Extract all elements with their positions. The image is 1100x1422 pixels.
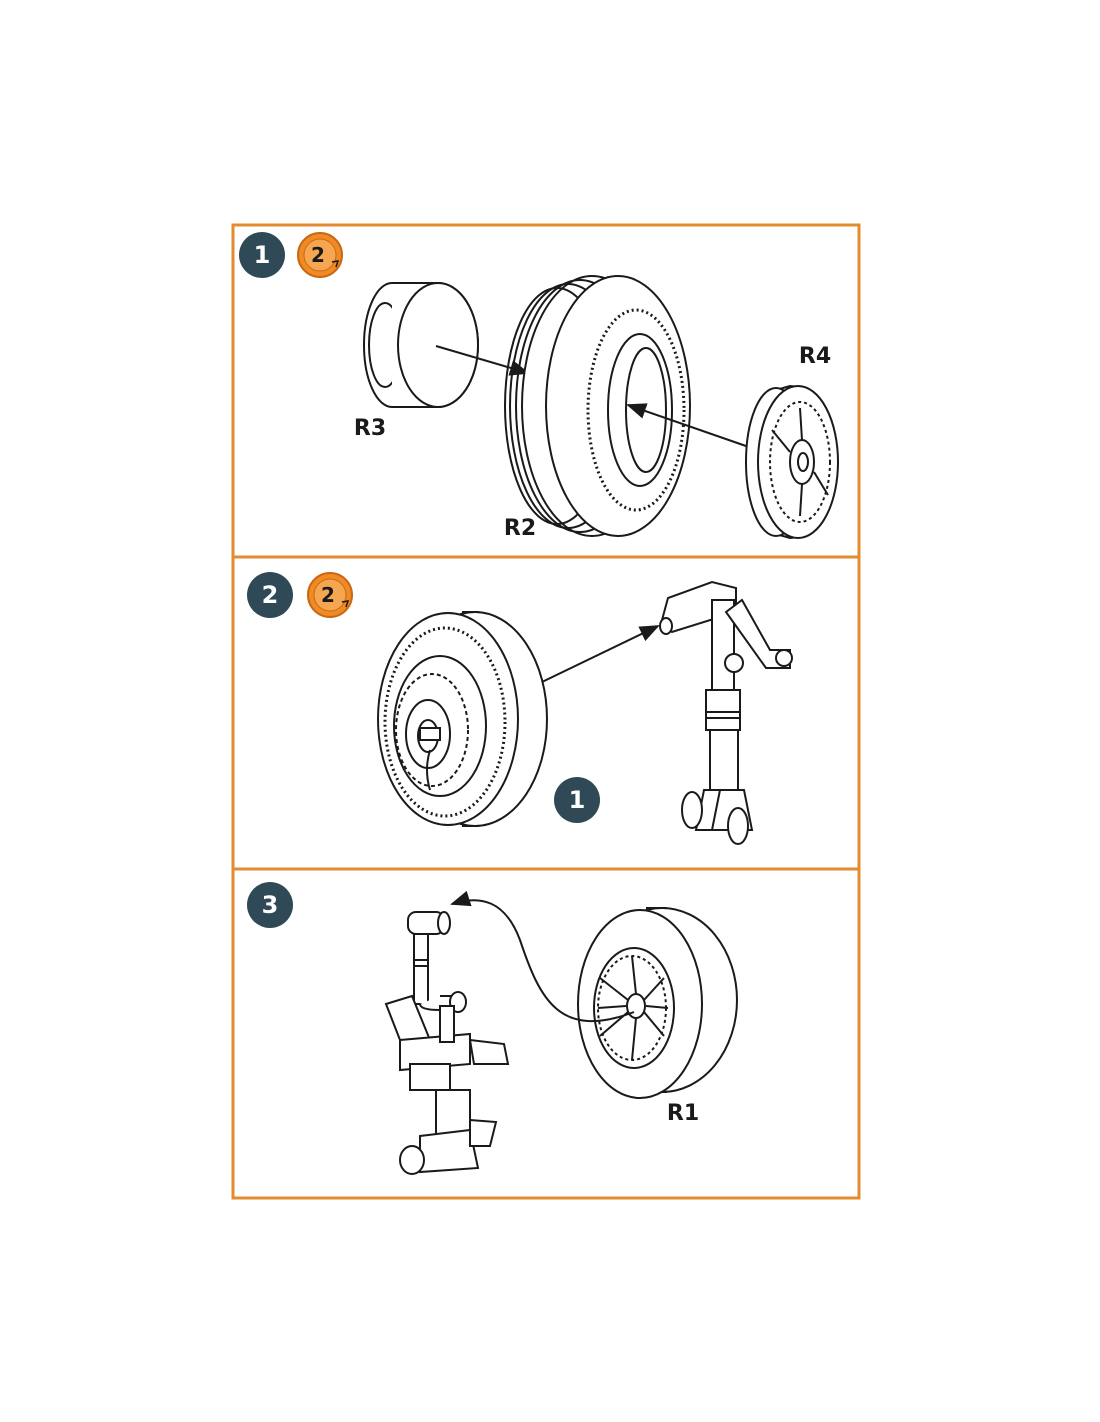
repeat-count: 2 [311,243,325,267]
repeat-badge: 2 [307,572,353,618]
step-number: 2 [262,581,279,609]
step-badge: 1 [239,232,285,278]
step-number: 3 [262,891,279,919]
repeat-badge: 2 [297,232,343,278]
part-r3-drawing [363,282,479,408]
panel-step-1: 1 2 R3 R2 [231,223,861,559]
panel-step-3: 3 R1 [231,867,861,1200]
step-number: 1 [254,241,271,269]
part-label: R4 [799,344,831,369]
part-label: R3 [354,416,386,441]
step-badge: 3 [247,882,293,928]
landing-gear-leg-drawing [384,911,510,1175]
arrow-r4-to-r2 [626,403,747,447]
part-label: R2 [504,516,536,541]
assembled-wheel-drawing [377,611,548,827]
curved-arrow-r1-to-leg [450,890,635,1023]
part-r1-drawing [577,907,738,1099]
repeat-count: 2 [321,583,335,607]
arrow-wheel-to-leg [541,625,660,683]
panel-border [231,867,861,1200]
ref-step-number: 1 [569,786,586,814]
landing-gear-leg-drawing [659,580,793,845]
step-badge: 2 [247,572,293,618]
part-r2-drawing [504,275,691,537]
ref-step-badge: 1 [554,777,600,823]
part-label: R1 [667,1101,699,1126]
panel-step-2: 2 2 1 [231,555,861,871]
part-r4-drawing [745,384,839,540]
